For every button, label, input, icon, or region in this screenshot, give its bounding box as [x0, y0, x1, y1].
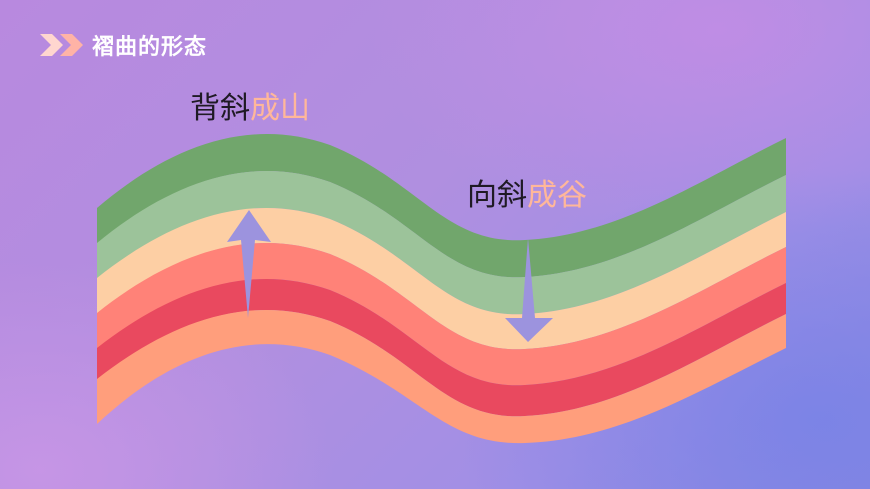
layer-green-light	[97, 170, 786, 315]
anticline-label-part1: 背斜	[190, 91, 250, 126]
syncline-label-part2: 成谷	[527, 178, 587, 213]
syncline-label: 向斜成谷	[467, 178, 587, 213]
syncline-down-arrow	[505, 238, 553, 342]
layer-salmon	[97, 242, 786, 386]
anticline-up-arrow	[227, 210, 271, 318]
syncline-label-part1: 向斜	[467, 178, 527, 213]
slide-header: 褶曲的形态	[38, 30, 207, 60]
rock-layers	[97, 134, 786, 444]
slide-title: 褶曲的形态	[92, 35, 208, 60]
anticline-label: 背斜成山	[190, 91, 310, 126]
layer-cream	[97, 207, 786, 350]
layer-orange	[97, 309, 786, 444]
anticline-label-part2: 成山	[250, 91, 310, 126]
double-chevron-right-icon	[40, 34, 83, 56]
layer-green-dark	[97, 134, 786, 278]
layer-crimson	[97, 278, 786, 417]
